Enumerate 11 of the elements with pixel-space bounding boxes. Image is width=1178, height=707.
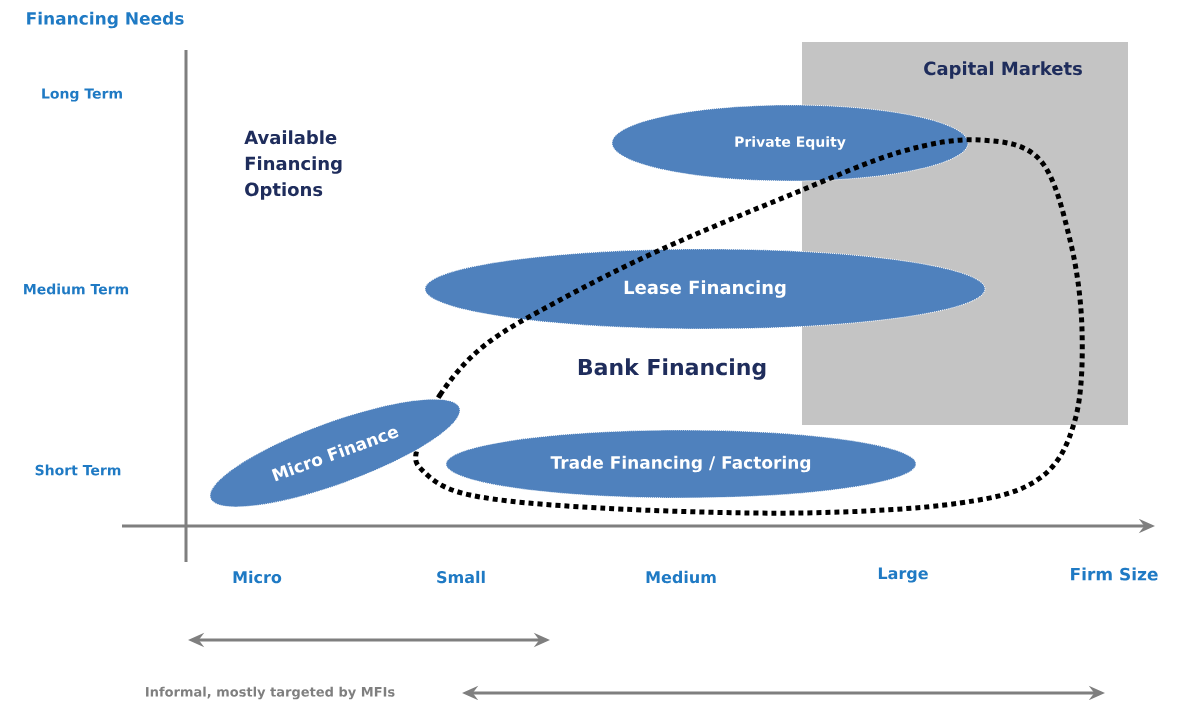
axis-title: Firm Size: [1071, 567, 1158, 581]
axis-label: Short Term: [35, 464, 121, 476]
axis-label: Micro: [233, 570, 282, 584]
axis-label: Medium Term: [24, 283, 129, 295]
axis-label: Small: [437, 570, 485, 584]
axis-label: Medium: [646, 570, 716, 584]
axis-label: Large: [878, 567, 928, 583]
axis-title: Financing Needs: [27, 11, 184, 29]
axis-label: Long Term: [42, 88, 122, 102]
note-text: Informal, mostly targeted by MFIs: [146, 686, 395, 700]
heading-text: Available Financing Options: [244, 130, 342, 200]
